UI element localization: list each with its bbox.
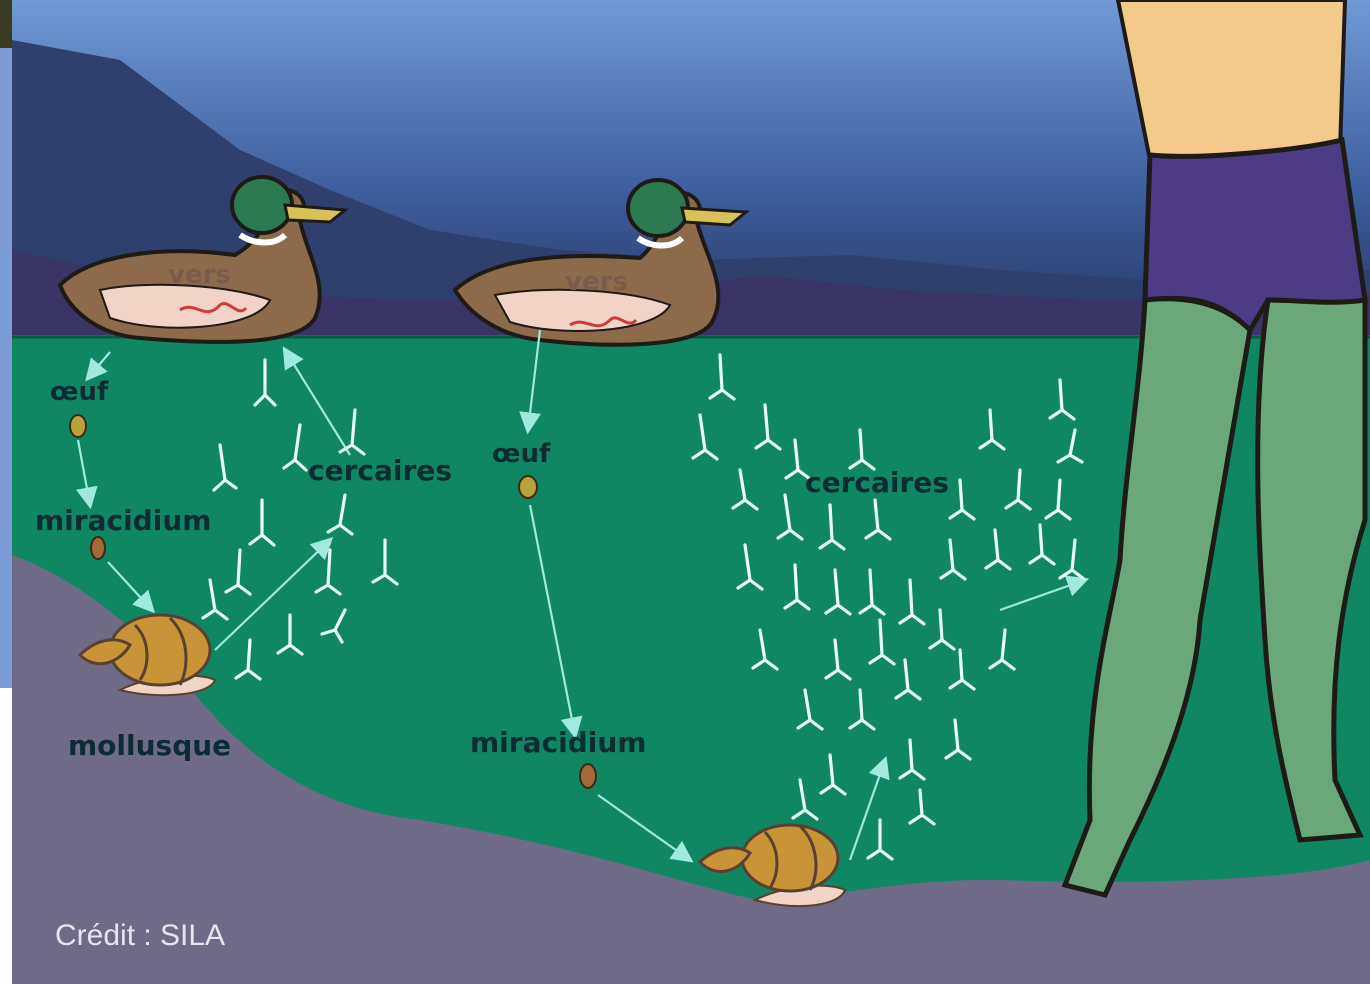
- credit-text: Crédit : SILA: [55, 919, 225, 952]
- miracidium-left-larva: [91, 537, 105, 559]
- label-vers-right: vers: [565, 267, 628, 297]
- label-oeuf-right: œuf: [492, 439, 551, 469]
- label-miracidium-right: miracidium: [470, 726, 646, 759]
- label-vers-left: vers: [168, 260, 231, 290]
- label-miracidium-left: miracidium: [35, 504, 211, 537]
- label-cercaires-left: cercaires: [308, 454, 452, 487]
- left-border-strip: [0, 48, 12, 688]
- label-oeuf-left: œuf: [50, 377, 109, 407]
- egg-right: [519, 476, 537, 498]
- label-cercaires-right: cercaires: [805, 466, 949, 499]
- miracidium-right-larva: [580, 764, 596, 788]
- egg-left: [70, 415, 86, 437]
- label-mollusque: mollusque: [68, 729, 231, 762]
